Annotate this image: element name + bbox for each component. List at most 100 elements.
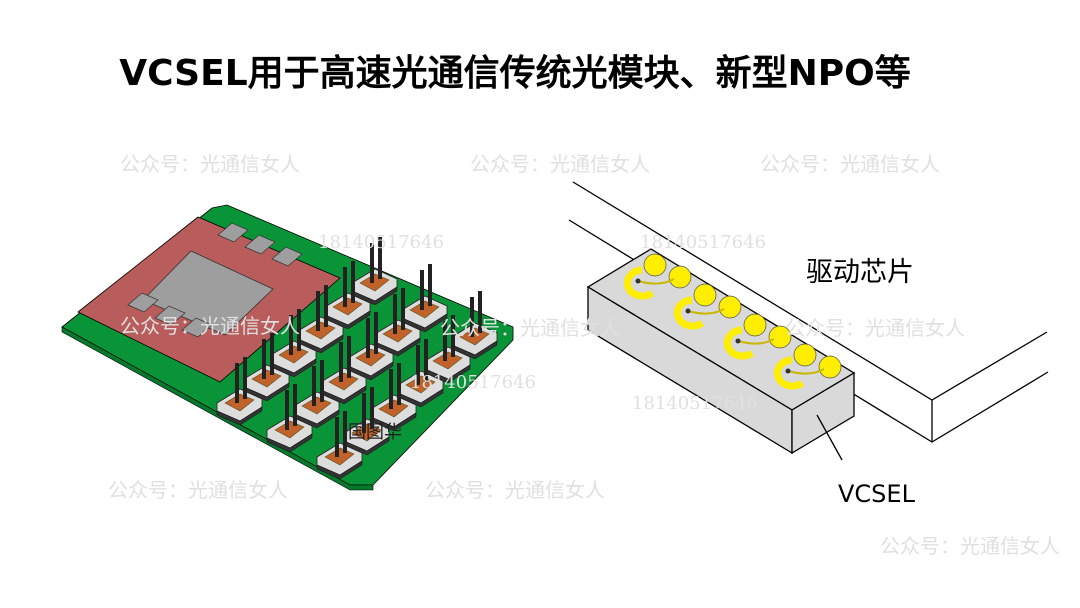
socket-pin [424, 339, 428, 381]
vcsel-leader-line [816, 414, 843, 461]
slide-title: VCSEL用于高速光通信传统光模块、新型NPO等 [119, 53, 911, 94]
socket-pin [443, 321, 447, 361]
socket-pin [347, 336, 351, 378]
socket-pin [312, 366, 316, 406]
socket-pin [285, 390, 289, 430]
socket-pin [362, 393, 366, 433]
bond-pad [793, 343, 817, 367]
socket-pin [416, 345, 420, 385]
socket-pin [401, 288, 405, 330]
socket-pin [262, 339, 266, 379]
optical-socket [343, 387, 390, 456]
socket-pin [470, 297, 474, 337]
small-chip [244, 234, 276, 255]
bond-pad [693, 283, 717, 307]
small-chip [127, 292, 159, 313]
watermark: 公众号：光通信女人 [425, 478, 605, 502]
socket-pin [428, 264, 432, 306]
watermark-phone: 18140517646 [640, 232, 766, 253]
socket-pin [351, 261, 355, 303]
socket-pin [451, 315, 455, 357]
socket-pin [393, 294, 397, 334]
bond-pad [668, 265, 692, 289]
optical-socket [397, 339, 444, 408]
socket-pin [297, 309, 301, 351]
small-chips [127, 222, 303, 338]
vcsel-side-face [791, 371, 855, 455]
optical-socket [451, 291, 498, 360]
optical-socket [320, 336, 367, 405]
small-chip [154, 305, 186, 326]
optical-socket [297, 285, 344, 354]
trace [787, 368, 825, 375]
optical-socket [293, 360, 340, 429]
watermark: 公众号：光通信女人 [120, 152, 300, 176]
socket-pin [370, 387, 374, 429]
driver-chip-label: 驱动芯片 [806, 257, 914, 288]
overlay-text: 国图华 [348, 422, 402, 443]
socket-pin [420, 270, 424, 310]
socket-pin [289, 315, 293, 355]
watermark: 公众号：光通信女人 [880, 534, 1060, 558]
socket-pin [270, 333, 274, 375]
small-chip [217, 222, 249, 243]
optical-socket [270, 309, 317, 378]
socket-pin [235, 363, 239, 403]
watermark-phone: 18140517646 [318, 232, 444, 253]
bond-pad [718, 295, 742, 319]
emitter-aperture [735, 338, 741, 344]
optical-module-board [61, 204, 514, 491]
watermark: 公众号：光通信女人 [470, 152, 650, 176]
optical-socket [374, 288, 421, 357]
bond-pad [818, 355, 842, 379]
optical-socket [266, 384, 313, 453]
arc-pad [723, 326, 755, 360]
vcsel-driver-diagram [568, 181, 1049, 461]
socket-pin [243, 357, 247, 399]
watermark: 公众号：光通信女人 [760, 152, 940, 176]
watermark-phone: 18140517646 [632, 393, 758, 414]
socket-base [266, 433, 313, 453]
emitter-pad-group [623, 253, 692, 300]
watermark: 公众号：光通信女人 [120, 314, 300, 338]
emitter-pad-group [673, 283, 742, 330]
socket-pin [378, 237, 382, 279]
optical-socket [401, 264, 448, 333]
arc-pad [623, 266, 655, 300]
socket-pin [343, 411, 347, 453]
socket-pin [397, 363, 401, 405]
watermark: 公众号：光通信女人 [108, 478, 288, 502]
optical-socket [324, 261, 371, 330]
trace [637, 278, 675, 285]
optical-socket [347, 312, 394, 381]
watermark: 公众号：光通信女人 [440, 316, 620, 340]
emitter-pad-group [773, 343, 842, 390]
arc-pad [673, 296, 705, 330]
socket-array [216, 237, 498, 480]
socket-pin [366, 318, 370, 358]
small-chip [271, 246, 303, 267]
socket-base [216, 406, 263, 426]
emitter-aperture [785, 368, 791, 374]
vcsel-emitter-pads [623, 253, 842, 390]
optical-socket [424, 315, 471, 384]
optical-socket [243, 333, 290, 402]
trace [687, 308, 725, 315]
socket-pin [389, 369, 393, 409]
arc-pad [773, 356, 805, 390]
watermark-phone: 18140517646 [410, 372, 536, 393]
socket-base [316, 460, 363, 480]
socket-pin [293, 384, 297, 426]
socket-pin [370, 243, 374, 283]
socket-pin [335, 417, 339, 457]
bond-pad [768, 325, 792, 349]
small-chip [181, 317, 213, 338]
socket-pin [478, 291, 482, 333]
socket-pin [339, 342, 343, 382]
socket-pin [320, 360, 324, 402]
socket-pin [343, 267, 347, 307]
optical-socket [316, 411, 363, 480]
socket-pin [374, 312, 378, 354]
emitter-aperture [635, 278, 641, 284]
